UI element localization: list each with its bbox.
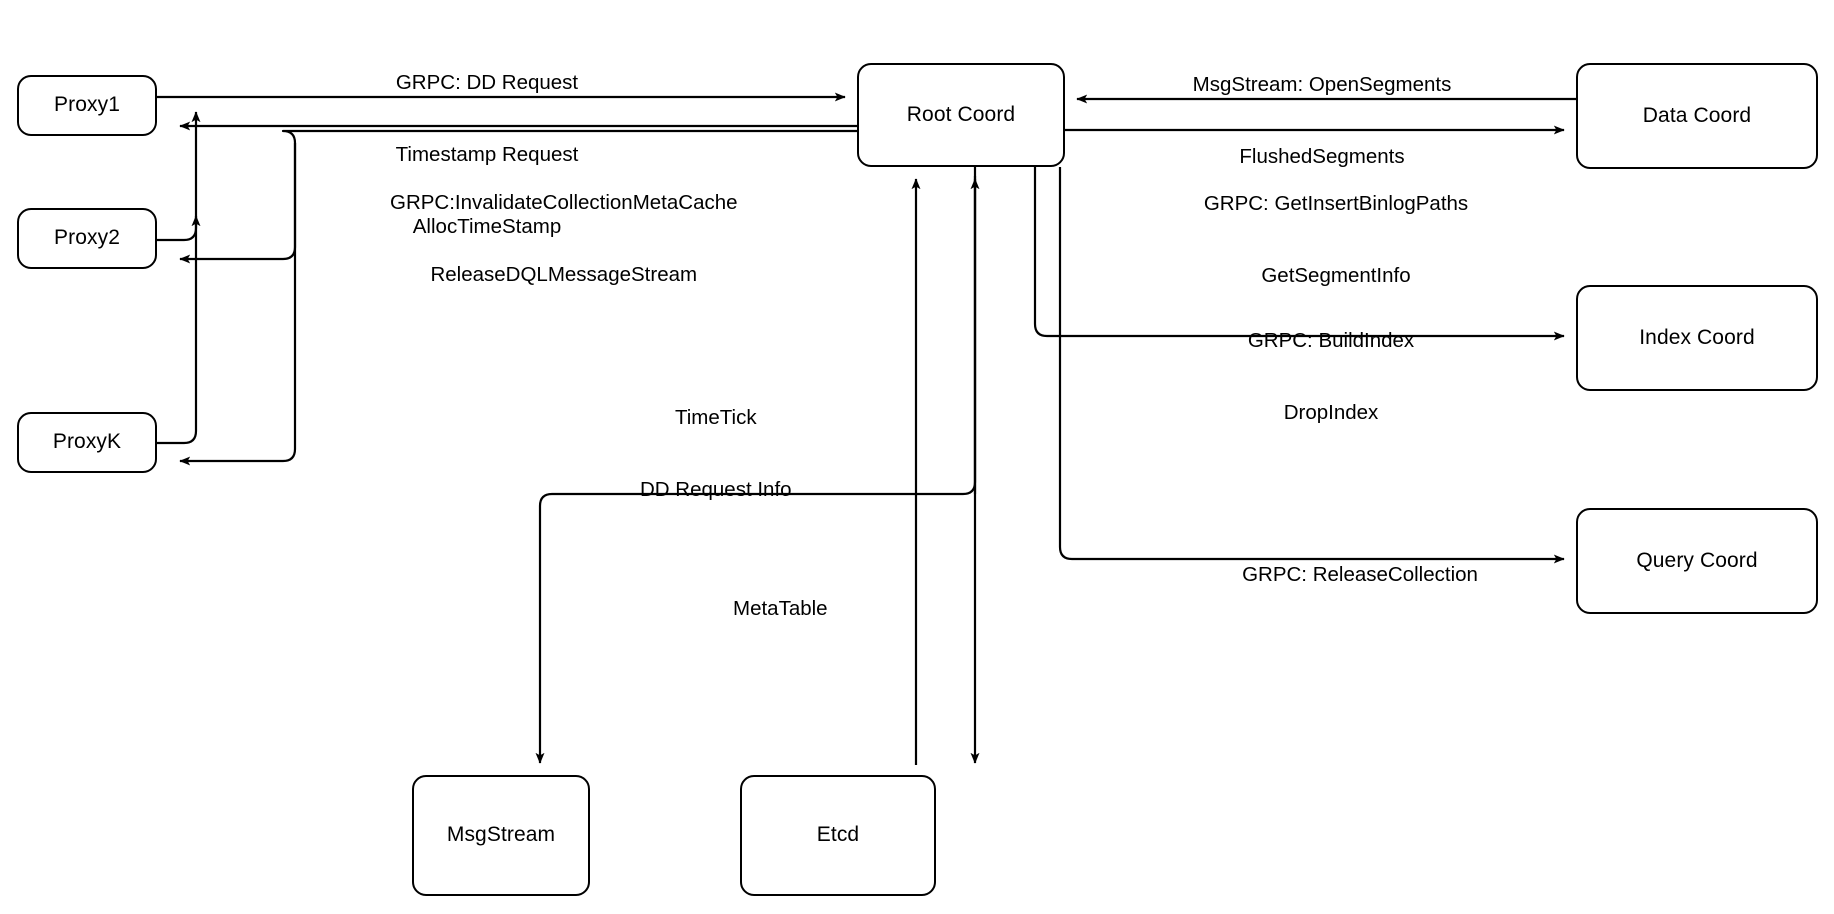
node-query-coord[interactable]: Query Coord [1576,508,1818,614]
node-label-proxy2: Proxy2 [54,226,120,250]
edge-rootcoord-to-proxyk [179,143,297,466]
edge-label-datacoord-to-rootcoord: MsgStream: OpenSegments FlushedSegments [1193,25,1452,217]
node-label-root-coord: Root Coord [906,102,1016,126]
edge-label-line: GRPC: BuildIndex [1247,329,1415,352]
node-label-index-coord: Index Coord [1639,325,1755,349]
edge-label-line: ReleaseDQLMessageStream [430,263,698,286]
node-proxy2[interactable]: Proxy2 [17,208,157,269]
edge-label-line: GRPC: DD Request [395,71,579,94]
edge-label-rootcoord-to-datacoord: GRPC: GetInsertBinlogPaths GetSegmentInf… [1204,144,1468,336]
node-label-proxyk: ProxyK [52,430,122,454]
edge-proxy2-riser [157,111,201,242]
node-root-coord[interactable]: Root Coord [857,63,1065,167]
node-index-coord[interactable]: Index Coord [1576,285,1818,391]
edge-label-proxy-to-rootcoord: GRPC: DD Request Timestamp Request Alloc… [396,23,579,287]
edge-label-rootcoord-to-indexcoord: GRPC: BuildIndex DropIndex [1248,281,1414,473]
edge-label-line: GRPC:InvalidateCollectionMetaCache [390,191,738,214]
edge-label-line: TimeTick [674,406,757,429]
node-label-msgstream: MsgStream [446,823,556,847]
node-data-coord[interactable]: Data Coord [1576,63,1818,169]
edge-label-line: DropIndex [1283,401,1379,424]
node-msgstream[interactable]: MsgStream [412,775,590,896]
edge-label-line: MetaTable [733,597,828,620]
edge-label-line: GetSegmentInfo [1261,264,1411,287]
edge-rootcoord-to-indexcoord [1033,167,1565,341]
node-label-data-coord: Data Coord [1642,103,1752,127]
node-proxy1[interactable]: Proxy1 [17,75,157,136]
edge-label-rootcoord-to-proxies: GRPC:InvalidateCollectionMetaCache Relea… [390,143,738,335]
edge-label-line: MsgStream: OpenSegments [1192,73,1452,96]
edge-label-rootcoord-to-msgstream: TimeTick DD Request Info [640,358,792,550]
node-label-proxy1: Proxy1 [54,93,120,117]
edge-proxyk-riser [157,215,201,445]
edge-label-line: Timestamp Request [395,143,579,166]
edge-label-line: GRPC: ReleaseCollection [1242,563,1478,586]
node-label-query-coord: Query Coord [1636,548,1758,572]
edge-label-rootcoord-to-querycoord: GRPC: ReleaseCollection [1242,515,1478,635]
node-proxyk[interactable]: ProxyK [17,412,157,473]
edge-rootcoord-to-querycoord [1058,167,1565,564]
node-etcd[interactable]: Etcd [740,775,936,896]
edge-label-line: GRPC: GetInsertBinlogPaths [1203,192,1469,215]
edge-label-line: AllocTimeStamp [412,215,562,238]
node-label-etcd: Etcd [816,823,860,847]
edge-label-line: FlushedSegments [1239,145,1405,168]
edge-label-line: DD Request Info [640,478,792,501]
edge-label-rootcoord-to-etcd: MetaTable [733,549,828,669]
